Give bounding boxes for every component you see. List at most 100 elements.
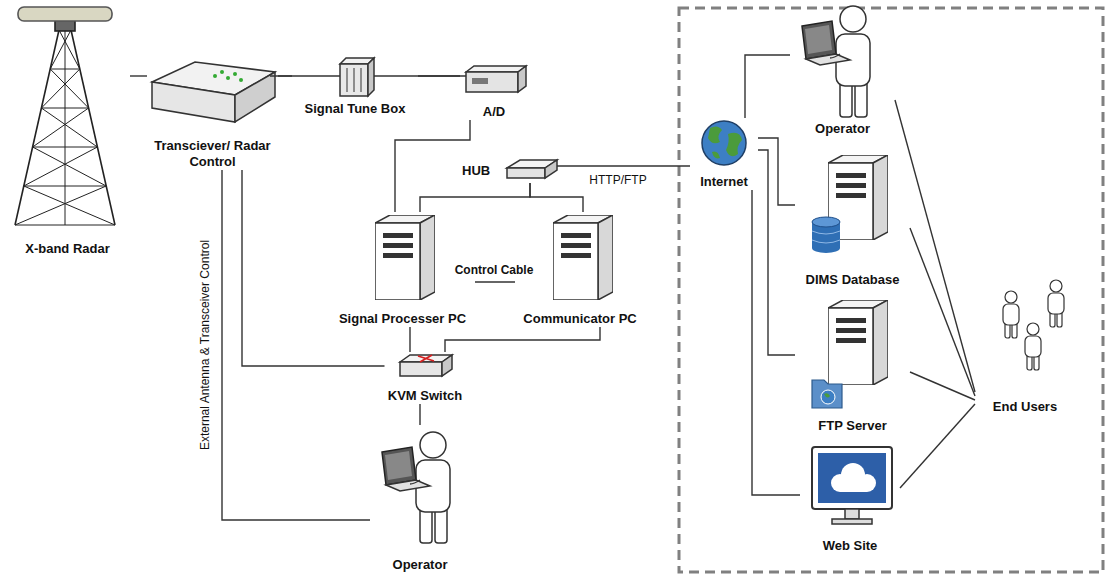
database-icon-part bbox=[812, 231, 840, 243]
globe-icon-part bbox=[708, 126, 722, 143]
tune-box-icon-part bbox=[347, 68, 348, 92]
node-label: End Users bbox=[993, 399, 1057, 415]
node-label: HUB bbox=[462, 163, 490, 179]
transceiver-node: Transciever/ Radar Control bbox=[147, 55, 278, 170]
connector-line bbox=[409, 327, 410, 352]
database-icon-part bbox=[812, 217, 840, 227]
server-icon bbox=[553, 215, 613, 300]
connector-label: Control Cable bbox=[453, 263, 536, 277]
radar-tower-part bbox=[41, 69, 79, 108]
connector-line bbox=[445, 327, 600, 352]
connector-line bbox=[758, 150, 795, 355]
operator-icon bbox=[382, 432, 450, 543]
node-label: Transciever/ Radar Control bbox=[147, 138, 278, 170]
connector-line bbox=[222, 170, 370, 520]
connector-line bbox=[752, 190, 800, 495]
kvm-icon-part bbox=[418, 355, 434, 362]
connector-line bbox=[745, 55, 790, 118]
transceiver-icon bbox=[152, 62, 275, 122]
kvm-icon bbox=[400, 355, 452, 376]
tune-box-icon-part bbox=[354, 68, 355, 92]
database-icon bbox=[812, 217, 840, 253]
transceiver-icon-part bbox=[213, 74, 217, 78]
node-label: Internet bbox=[700, 174, 748, 190]
monitor-icon-part bbox=[832, 519, 872, 524]
radar-tower-part bbox=[41, 108, 97, 147]
monitor-icon-part bbox=[840, 481, 867, 492]
server-node: FTP Server bbox=[795, 296, 910, 434]
monitor-icon-part bbox=[818, 453, 886, 503]
connector-line bbox=[420, 183, 530, 212]
tune-box-icon-part bbox=[340, 64, 368, 96]
server-icon bbox=[828, 300, 888, 385]
radar-tower-part bbox=[50, 69, 88, 108]
connector-line bbox=[758, 138, 795, 205]
radar-tower-part bbox=[33, 147, 107, 186]
transceiver-icon-part bbox=[239, 78, 243, 82]
connector-line bbox=[900, 404, 975, 488]
radar-tower-part bbox=[18, 7, 112, 21]
connector-line bbox=[130, 75, 147, 76]
globe-icon-part bbox=[702, 121, 746, 165]
node-label: Signal Processer PC bbox=[339, 311, 466, 327]
switch-node: KVM Switch bbox=[385, 352, 466, 404]
tune-box-icon bbox=[340, 58, 374, 96]
node-label: FTP Server bbox=[818, 418, 886, 434]
hub-icon-part bbox=[507, 168, 545, 178]
connector-line bbox=[418, 75, 460, 76]
ad-converter-icon bbox=[466, 66, 526, 92]
node-label: KVM Switch bbox=[388, 388, 462, 404]
ad-converter-icon-part bbox=[466, 72, 518, 92]
radar-tower-part bbox=[50, 30, 71, 69]
connector-line bbox=[530, 183, 583, 212]
node-label: Web Site bbox=[823, 538, 878, 554]
radar-tower-part bbox=[15, 30, 59, 225]
node-label: Operator bbox=[393, 557, 448, 573]
tune-box-node: Signal Tune Box bbox=[292, 55, 418, 117]
transceiver-icon-part bbox=[233, 72, 237, 76]
server-icon bbox=[375, 215, 435, 300]
connector-line bbox=[895, 100, 975, 392]
connector-line bbox=[475, 281, 515, 282]
transceiver-icon-part bbox=[152, 82, 235, 122]
radar-tower-part bbox=[15, 225, 115, 226]
node-label: A/D bbox=[483, 104, 505, 120]
hub-icon-part bbox=[545, 160, 557, 178]
ad-node: A/D bbox=[460, 65, 528, 120]
node-label: DIMS Database bbox=[806, 272, 900, 288]
radar-tower-part bbox=[41, 108, 88, 109]
globe-icon-part bbox=[712, 152, 720, 159]
kvm-icon-part bbox=[442, 355, 452, 376]
wire-stub-part bbox=[270, 75, 340, 76]
radar-tower-part bbox=[50, 69, 80, 70]
globe-icon-part bbox=[726, 133, 742, 156]
radar-tower-part bbox=[65, 30, 66, 225]
node-label: Operator bbox=[815, 121, 870, 137]
database-icon-part bbox=[812, 243, 840, 253]
folder-icon-part bbox=[824, 393, 830, 397]
node-label: Communicator PC bbox=[523, 311, 636, 327]
database-node: DIMS Database bbox=[795, 150, 910, 288]
tune-box-icon-part bbox=[361, 68, 362, 92]
connector-line bbox=[395, 120, 470, 212]
tune-box-icon-part bbox=[368, 58, 374, 96]
globe-icon bbox=[702, 121, 746, 165]
user-icon bbox=[1025, 323, 1041, 370]
website-node: Web Site bbox=[800, 442, 900, 554]
connector-label: External Antenna & Transceiver Control bbox=[198, 238, 212, 452]
hub-node: HUB bbox=[462, 158, 557, 183]
users-node: End Users bbox=[975, 275, 1075, 415]
ad-converter-icon-part bbox=[466, 66, 526, 72]
radar-tower-part bbox=[33, 147, 98, 148]
connector-line bbox=[242, 170, 385, 366]
radar-tower-part bbox=[24, 186, 115, 225]
internet-node: Internet bbox=[690, 118, 758, 190]
operator-node: Operator bbox=[370, 425, 470, 573]
folder-icon-part bbox=[821, 390, 835, 404]
radar-tower-part bbox=[15, 186, 106, 225]
monitor-icon bbox=[812, 447, 892, 524]
radar-tower-part bbox=[24, 186, 106, 187]
